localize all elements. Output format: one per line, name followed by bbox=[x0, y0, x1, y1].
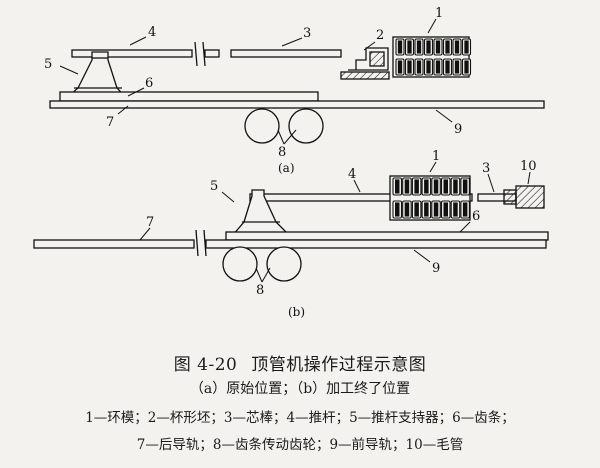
ring-die-core bbox=[445, 60, 450, 74]
ring-die-rows-b bbox=[392, 177, 470, 219]
ring-die-core bbox=[407, 60, 412, 74]
callout-lines-a bbox=[59, 18, 453, 145]
ring-die-core bbox=[464, 40, 469, 54]
ring-die-core bbox=[454, 40, 460, 54]
ring-die-core bbox=[443, 202, 448, 217]
break-mark-b2 bbox=[203, 229, 207, 257]
ring-die-core bbox=[414, 179, 419, 194]
callout-b-7: 7 bbox=[146, 215, 154, 230]
figure-subcaption: （a）原始位置；（b）加工终了位置 bbox=[189, 381, 411, 397]
callout-a-6: 6 bbox=[145, 76, 153, 91]
callout-a-4: 4 bbox=[148, 25, 156, 40]
rack-gear-a-left bbox=[244, 108, 280, 144]
ring-die-core bbox=[453, 202, 458, 217]
panel-b bbox=[33, 175, 549, 282]
ring-die-core bbox=[404, 179, 410, 194]
ring-die-core bbox=[426, 60, 431, 74]
callout-b-5: 5 bbox=[210, 179, 218, 194]
push-rod-b bbox=[249, 193, 473, 202]
ring-die-core bbox=[462, 202, 468, 217]
rack-gear-b-right bbox=[266, 246, 302, 282]
hollow-shell-b bbox=[515, 185, 545, 209]
ring-die-core bbox=[454, 60, 460, 74]
figure-legend-line-2: 7—后导轨；8—齿条传动齿轮；9—前导轨；10—毛管 bbox=[136, 437, 464, 453]
push-rod-a bbox=[71, 49, 193, 58]
ring-die-core bbox=[462, 179, 468, 194]
ring-die-core bbox=[407, 40, 412, 54]
figure-title: 顶管机操作过程示意图 bbox=[251, 355, 427, 375]
ring-die-core bbox=[394, 202, 400, 217]
rack-a bbox=[59, 91, 319, 102]
rack-b bbox=[225, 231, 549, 241]
callouts-b: 1 4 3 10 5 6 7 8 9 (b) bbox=[146, 149, 537, 319]
callout-a-3: 3 bbox=[303, 26, 311, 41]
callout-a-7: 7 bbox=[106, 115, 114, 130]
callout-a-9: 9 bbox=[454, 122, 462, 137]
ring-die-core bbox=[433, 202, 439, 217]
callout-a-2: 2 bbox=[376, 28, 384, 43]
rack-gear-b-left bbox=[222, 246, 258, 282]
guide-rail-b-right bbox=[205, 239, 547, 249]
callout-b-8: 8 bbox=[256, 283, 264, 298]
ring-die-core bbox=[397, 40, 403, 54]
ring-die-core bbox=[443, 179, 448, 194]
ring-die-core bbox=[424, 202, 429, 217]
callout-b-3: 3 bbox=[482, 161, 490, 176]
callout-b-6: 6 bbox=[472, 209, 480, 224]
ring-die-rows-a bbox=[395, 38, 472, 76]
figure-caption: 图 4-20 顶管机操作过程示意图 bbox=[0, 350, 600, 375]
rack-gear-a-right bbox=[288, 108, 324, 144]
ring-die-core bbox=[404, 202, 410, 217]
mandrel-a bbox=[230, 49, 342, 58]
ring-die-core bbox=[445, 40, 450, 54]
callout-b-1: 1 bbox=[432, 149, 440, 164]
callout-lines-b bbox=[139, 161, 531, 283]
ring-die-core bbox=[435, 60, 441, 74]
ring-die-core bbox=[433, 179, 439, 194]
ring-die-core bbox=[397, 60, 403, 74]
push-rod-holder-b bbox=[230, 189, 292, 237]
callout-b-9: 9 bbox=[432, 261, 440, 276]
break-mark-a bbox=[194, 41, 198, 67]
callout-a-5: 5 bbox=[44, 57, 52, 72]
panel-b-label: (b) bbox=[288, 305, 305, 319]
panel-a-label: (a) bbox=[278, 161, 295, 175]
callouts-a: 4 3 2 1 5 6 7 8 9 (a) bbox=[44, 6, 462, 175]
guide-rail-b-left bbox=[33, 239, 195, 249]
ring-die-core bbox=[424, 179, 429, 194]
ring-die-core bbox=[435, 40, 441, 54]
ring-die-core bbox=[414, 202, 419, 217]
break-mark-b bbox=[195, 229, 199, 257]
ring-die-core bbox=[416, 60, 422, 74]
break-mark-a2 bbox=[202, 41, 206, 67]
push-rod-a-right bbox=[204, 49, 220, 58]
figure-number: 图 4-20 bbox=[173, 355, 238, 375]
callout-a-1: 1 bbox=[435, 6, 443, 21]
callout-b-4: 4 bbox=[348, 167, 356, 182]
ring-die-core bbox=[453, 179, 458, 194]
figure-legend-line-1: 1—环模；2—杯形坯；3—芯棒；4—推杆；5—推杆支持器；6—齿条； bbox=[85, 410, 515, 426]
ring-die-core bbox=[426, 40, 431, 54]
guide-rail-a bbox=[49, 100, 545, 109]
ring-die-core bbox=[416, 40, 422, 54]
callout-a-8: 8 bbox=[278, 145, 286, 160]
panel-a bbox=[49, 36, 545, 144]
callout-b-10: 10 bbox=[520, 159, 537, 174]
ring-die-core bbox=[394, 179, 400, 194]
ring-die-core bbox=[464, 60, 469, 74]
